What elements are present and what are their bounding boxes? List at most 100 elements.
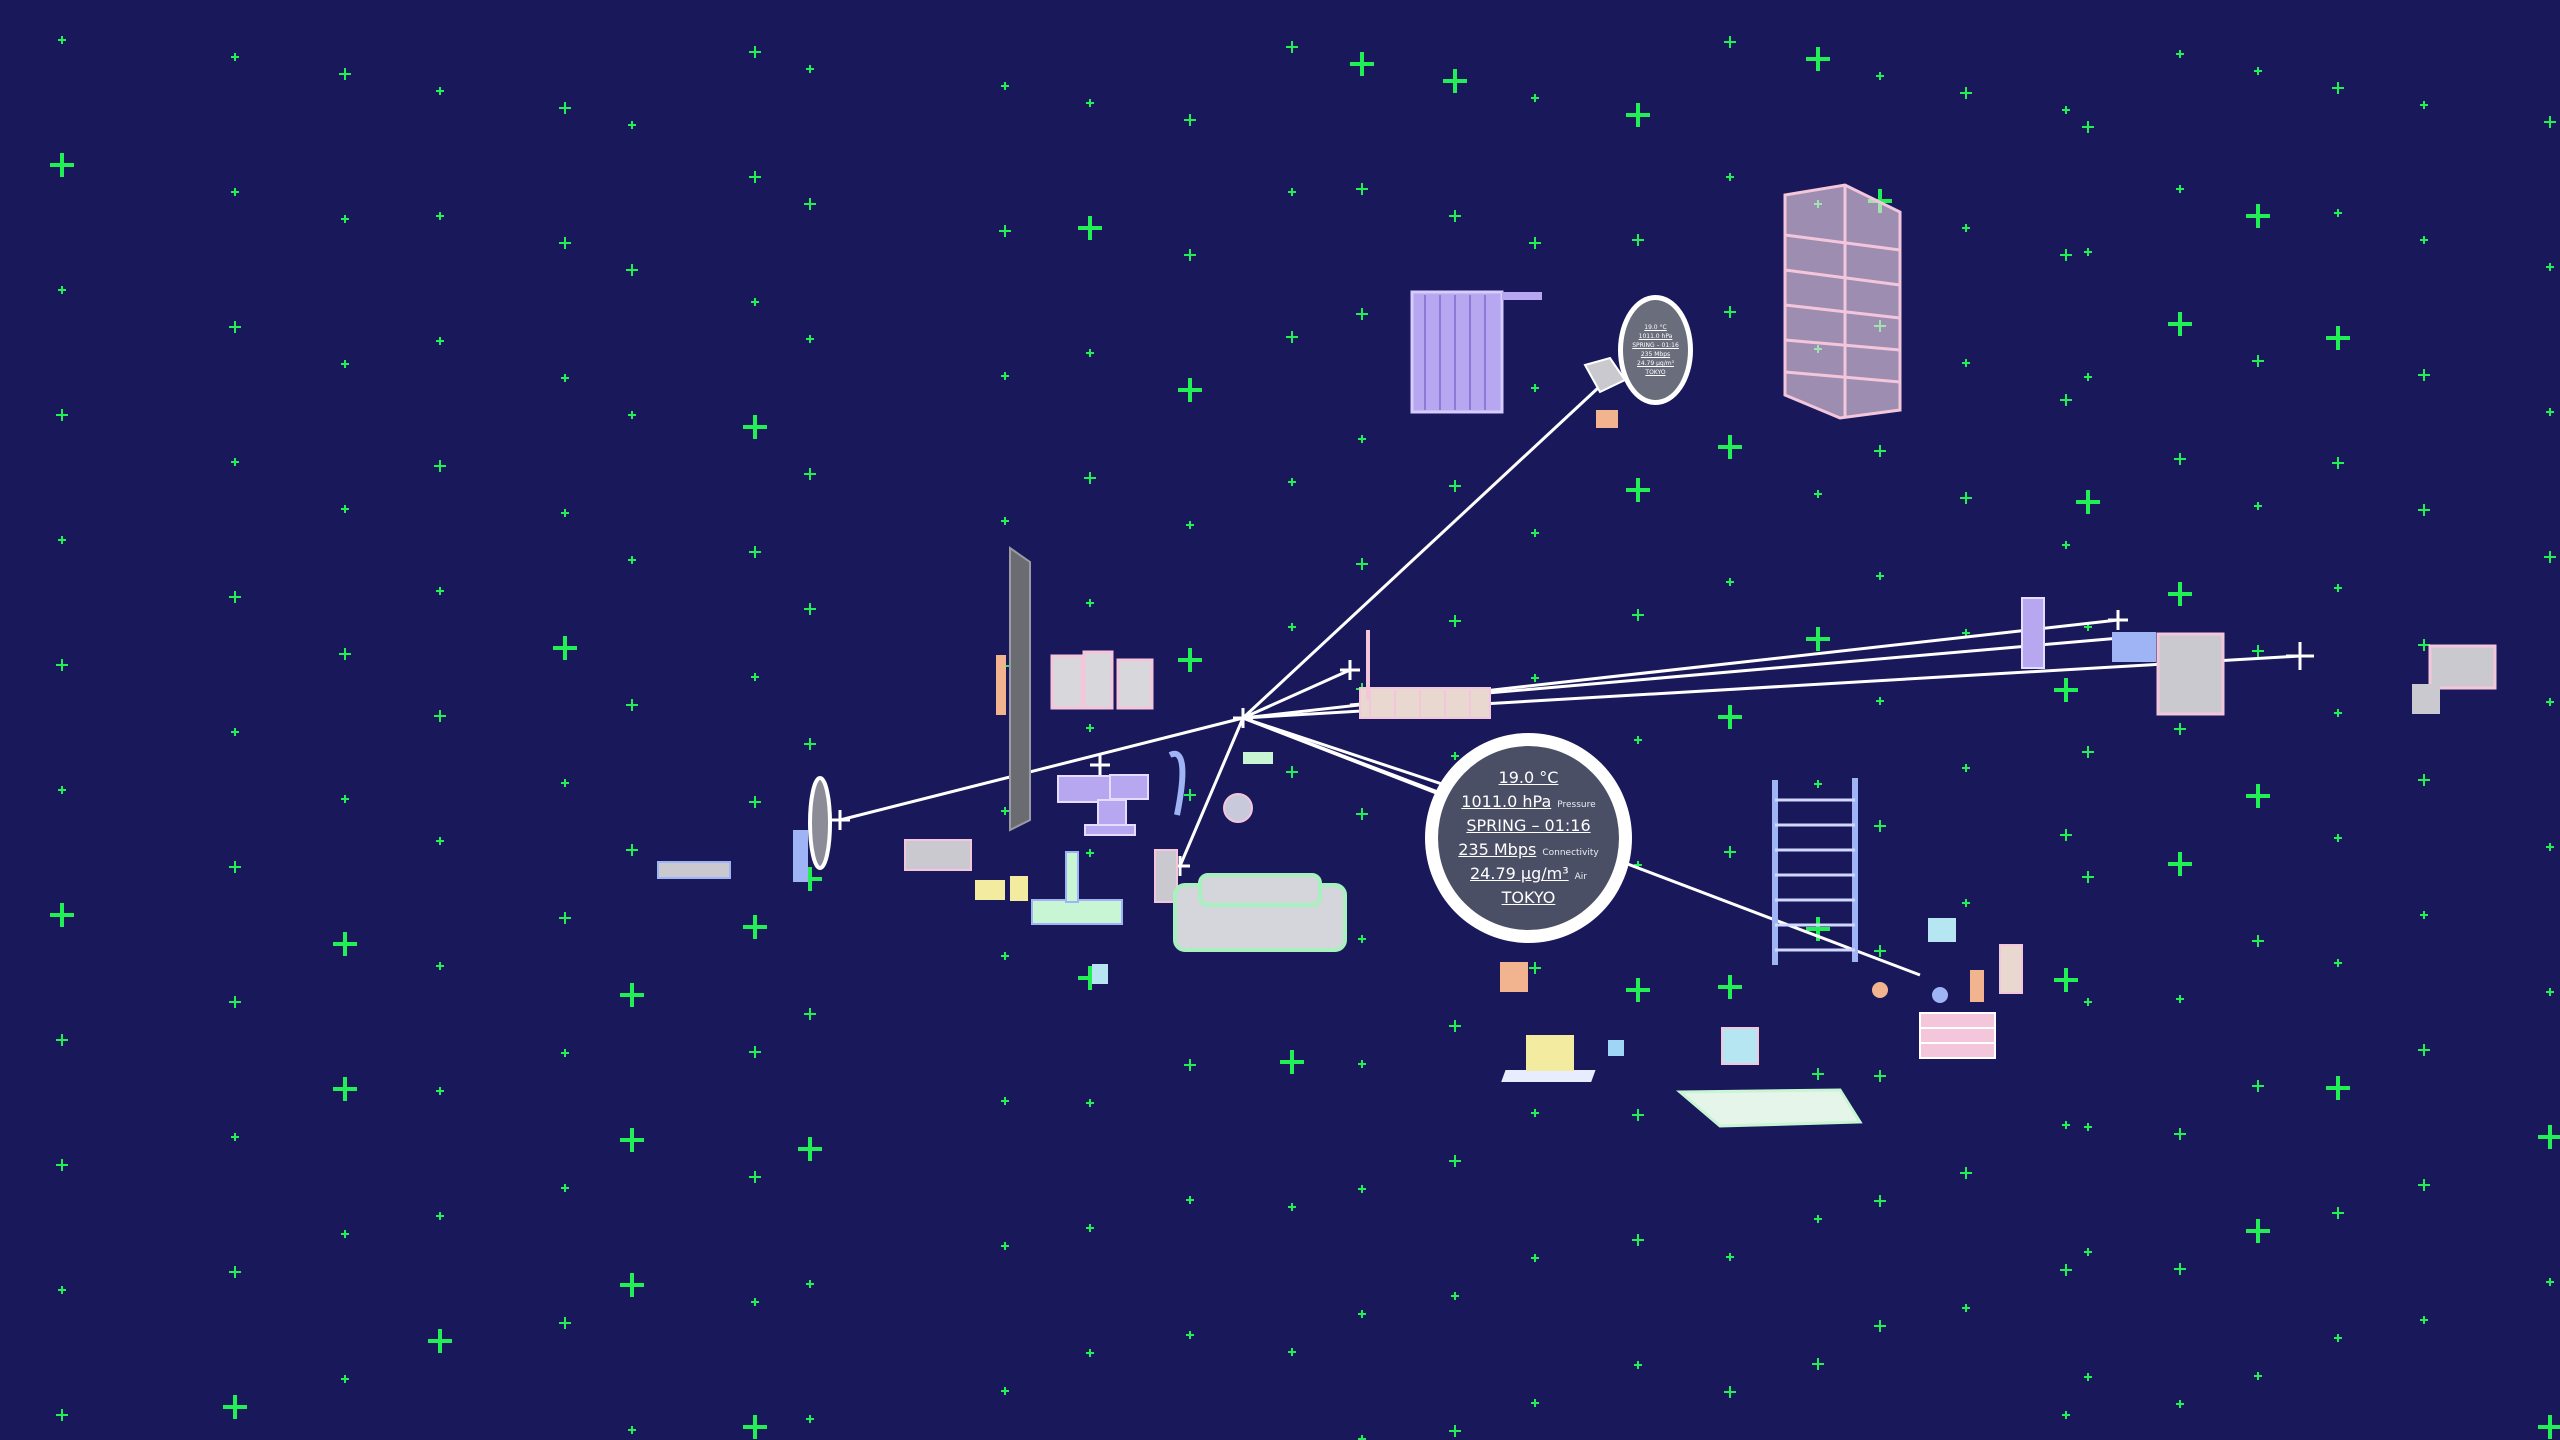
star-icon <box>2420 1316 2428 1324</box>
star-icon <box>229 1266 241 1278</box>
far-desk-icon[interactable] <box>2428 644 2497 690</box>
ladder-icon[interactable] <box>1772 778 1858 965</box>
star-icon <box>231 188 239 196</box>
chair-small-icon <box>1500 962 1528 992</box>
star-icon <box>1724 306 1736 318</box>
star-icon <box>2326 1076 2350 1100</box>
star-icon <box>1814 1215 1822 1223</box>
star-icon <box>804 738 816 750</box>
star-icon <box>2062 541 2070 549</box>
link-line <box>839 716 1244 822</box>
star-icon <box>2082 746 2094 758</box>
star-icon <box>2334 709 2342 717</box>
star-icon <box>2546 988 2554 996</box>
star-icon <box>2168 582 2192 606</box>
star-icon <box>56 1034 68 1046</box>
star-icon <box>223 1395 247 1419</box>
star-icon <box>341 505 349 513</box>
star-icon <box>1724 1386 1736 1398</box>
shelf-icon[interactable] <box>1050 650 1154 710</box>
people-icon <box>1872 970 1984 1003</box>
star-icon <box>1876 572 1884 580</box>
star-icon <box>2334 584 2342 592</box>
star-icon <box>561 1184 569 1192</box>
desk-icon[interactable] <box>1057 774 1149 836</box>
tall-cabinet-icon <box>1999 944 2023 994</box>
building-tower-icon[interactable] <box>1783 183 1902 420</box>
star-icon <box>1726 578 1734 586</box>
star-icon <box>2246 784 2270 808</box>
star-icon <box>1626 478 1650 502</box>
star-icon <box>1358 1060 1366 1068</box>
star-icon <box>1962 1304 1970 1312</box>
star-icon <box>804 603 816 615</box>
shelf-small-icon <box>1243 752 1273 764</box>
star-icon <box>553 636 577 660</box>
star-icon <box>751 673 759 681</box>
star-icon <box>1288 1348 1296 1356</box>
sofa-icon[interactable] <box>1173 873 1347 952</box>
star-icon <box>2546 843 2554 851</box>
star-icon <box>436 587 444 595</box>
hood-icon <box>1928 918 1956 942</box>
curtain-icon[interactable] <box>1410 290 1542 414</box>
star-icon <box>1726 1253 1734 1261</box>
star-icon <box>1286 766 1298 778</box>
star-icon <box>628 556 636 564</box>
star-icon <box>1001 1387 1009 1395</box>
star-icon <box>2538 1125 2560 1149</box>
star-icon <box>1288 623 1296 631</box>
star-icon <box>749 1171 761 1183</box>
star-icon <box>1356 308 1368 320</box>
star-icon <box>1812 1358 1824 1370</box>
star-icon <box>2062 106 2070 114</box>
star-icon <box>1876 72 1884 80</box>
star-icon <box>620 983 644 1007</box>
bed-icon <box>1031 851 1123 925</box>
room-divider-icon[interactable] <box>1009 546 1031 832</box>
star-icon <box>1531 529 1539 537</box>
star-icon <box>798 1137 822 1161</box>
star-icon <box>999 225 1011 237</box>
star-icon <box>333 932 357 956</box>
star-icon <box>561 509 569 517</box>
star-icon <box>743 915 767 939</box>
star-icon <box>2246 1219 2270 1243</box>
star-icon <box>1288 1203 1296 1211</box>
bookcase-icon[interactable] <box>1919 1012 1996 1059</box>
star-icon <box>2176 50 2184 58</box>
star-icon <box>50 153 74 177</box>
table-row-icon[interactable] <box>1359 687 1491 719</box>
star-icon <box>806 1415 814 1423</box>
star-icon <box>2418 639 2430 651</box>
star-icon <box>1874 1195 1886 1207</box>
far-chair-icon <box>2412 684 2440 714</box>
star-icon <box>1960 492 1972 504</box>
endpoint-marker-icon <box>1090 755 1110 775</box>
star-icon <box>2254 1372 2262 1380</box>
star-icon <box>2060 1264 2072 1276</box>
star-icon <box>1288 478 1296 486</box>
mat-icon[interactable] <box>1675 1088 1863 1128</box>
star-icon <box>1358 1185 1366 1193</box>
star-icon <box>1350 52 1374 76</box>
star-icon <box>620 1273 644 1297</box>
star-icon <box>1286 41 1298 53</box>
star-icon <box>559 102 571 114</box>
link-line <box>1178 717 1245 867</box>
star-icon <box>229 996 241 1008</box>
mirror-icon[interactable] <box>808 776 832 870</box>
star-icon <box>1626 103 1650 127</box>
star-icon <box>2062 1121 2070 1129</box>
sensor-hud-distant[interactable]: 19.0 °C 1011.0 hPa SPRING – 01:16 235 Mb… <box>1618 295 1693 405</box>
star-icon <box>1186 521 1194 529</box>
fridge-icon[interactable] <box>2156 632 2225 716</box>
star-icon <box>1531 384 1539 392</box>
pressure-value-small: 1011.0 hPa <box>1638 333 1673 340</box>
markers <box>830 610 2314 876</box>
star-icon <box>749 1046 761 1058</box>
link-line <box>1242 716 1461 792</box>
